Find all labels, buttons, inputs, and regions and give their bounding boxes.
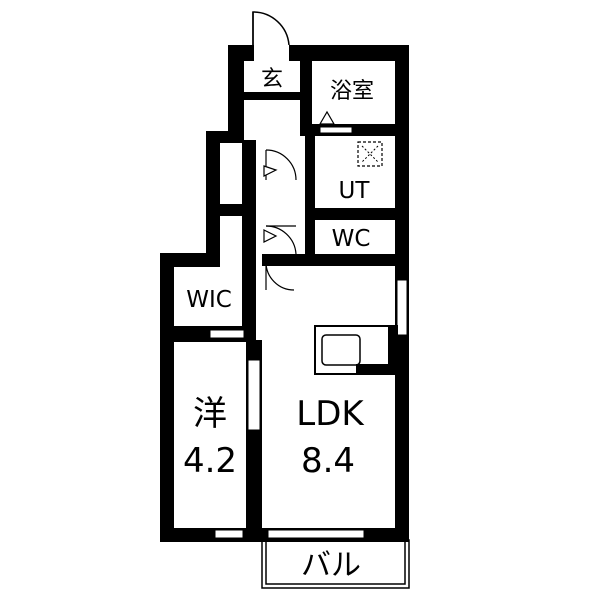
label-utility: UT (339, 178, 371, 204)
label-walk-in-closet: WIC (186, 287, 232, 313)
label-balcony: バル (301, 548, 361, 583)
label-entrance: 玄 (261, 67, 283, 92)
entrance-door (252, 11, 290, 46)
triangle-marker-icon (318, 110, 336, 125)
interior-doors (263, 149, 297, 291)
label-western-room-name: 洋 (193, 394, 227, 434)
label-western-room-size: 4.2 (183, 441, 237, 481)
label-bath: 浴室 (330, 79, 374, 104)
kitchen-counter-icon (314, 325, 398, 375)
openings (209, 126, 408, 539)
label-ldk-size: 8.4 (301, 441, 355, 481)
balcony-outline (261, 539, 410, 589)
label-toilet: WC (332, 226, 371, 252)
washer-space-icon (357, 141, 383, 167)
interior-walls (160, 58, 402, 540)
label-ldk-name: LDK (296, 394, 365, 434)
